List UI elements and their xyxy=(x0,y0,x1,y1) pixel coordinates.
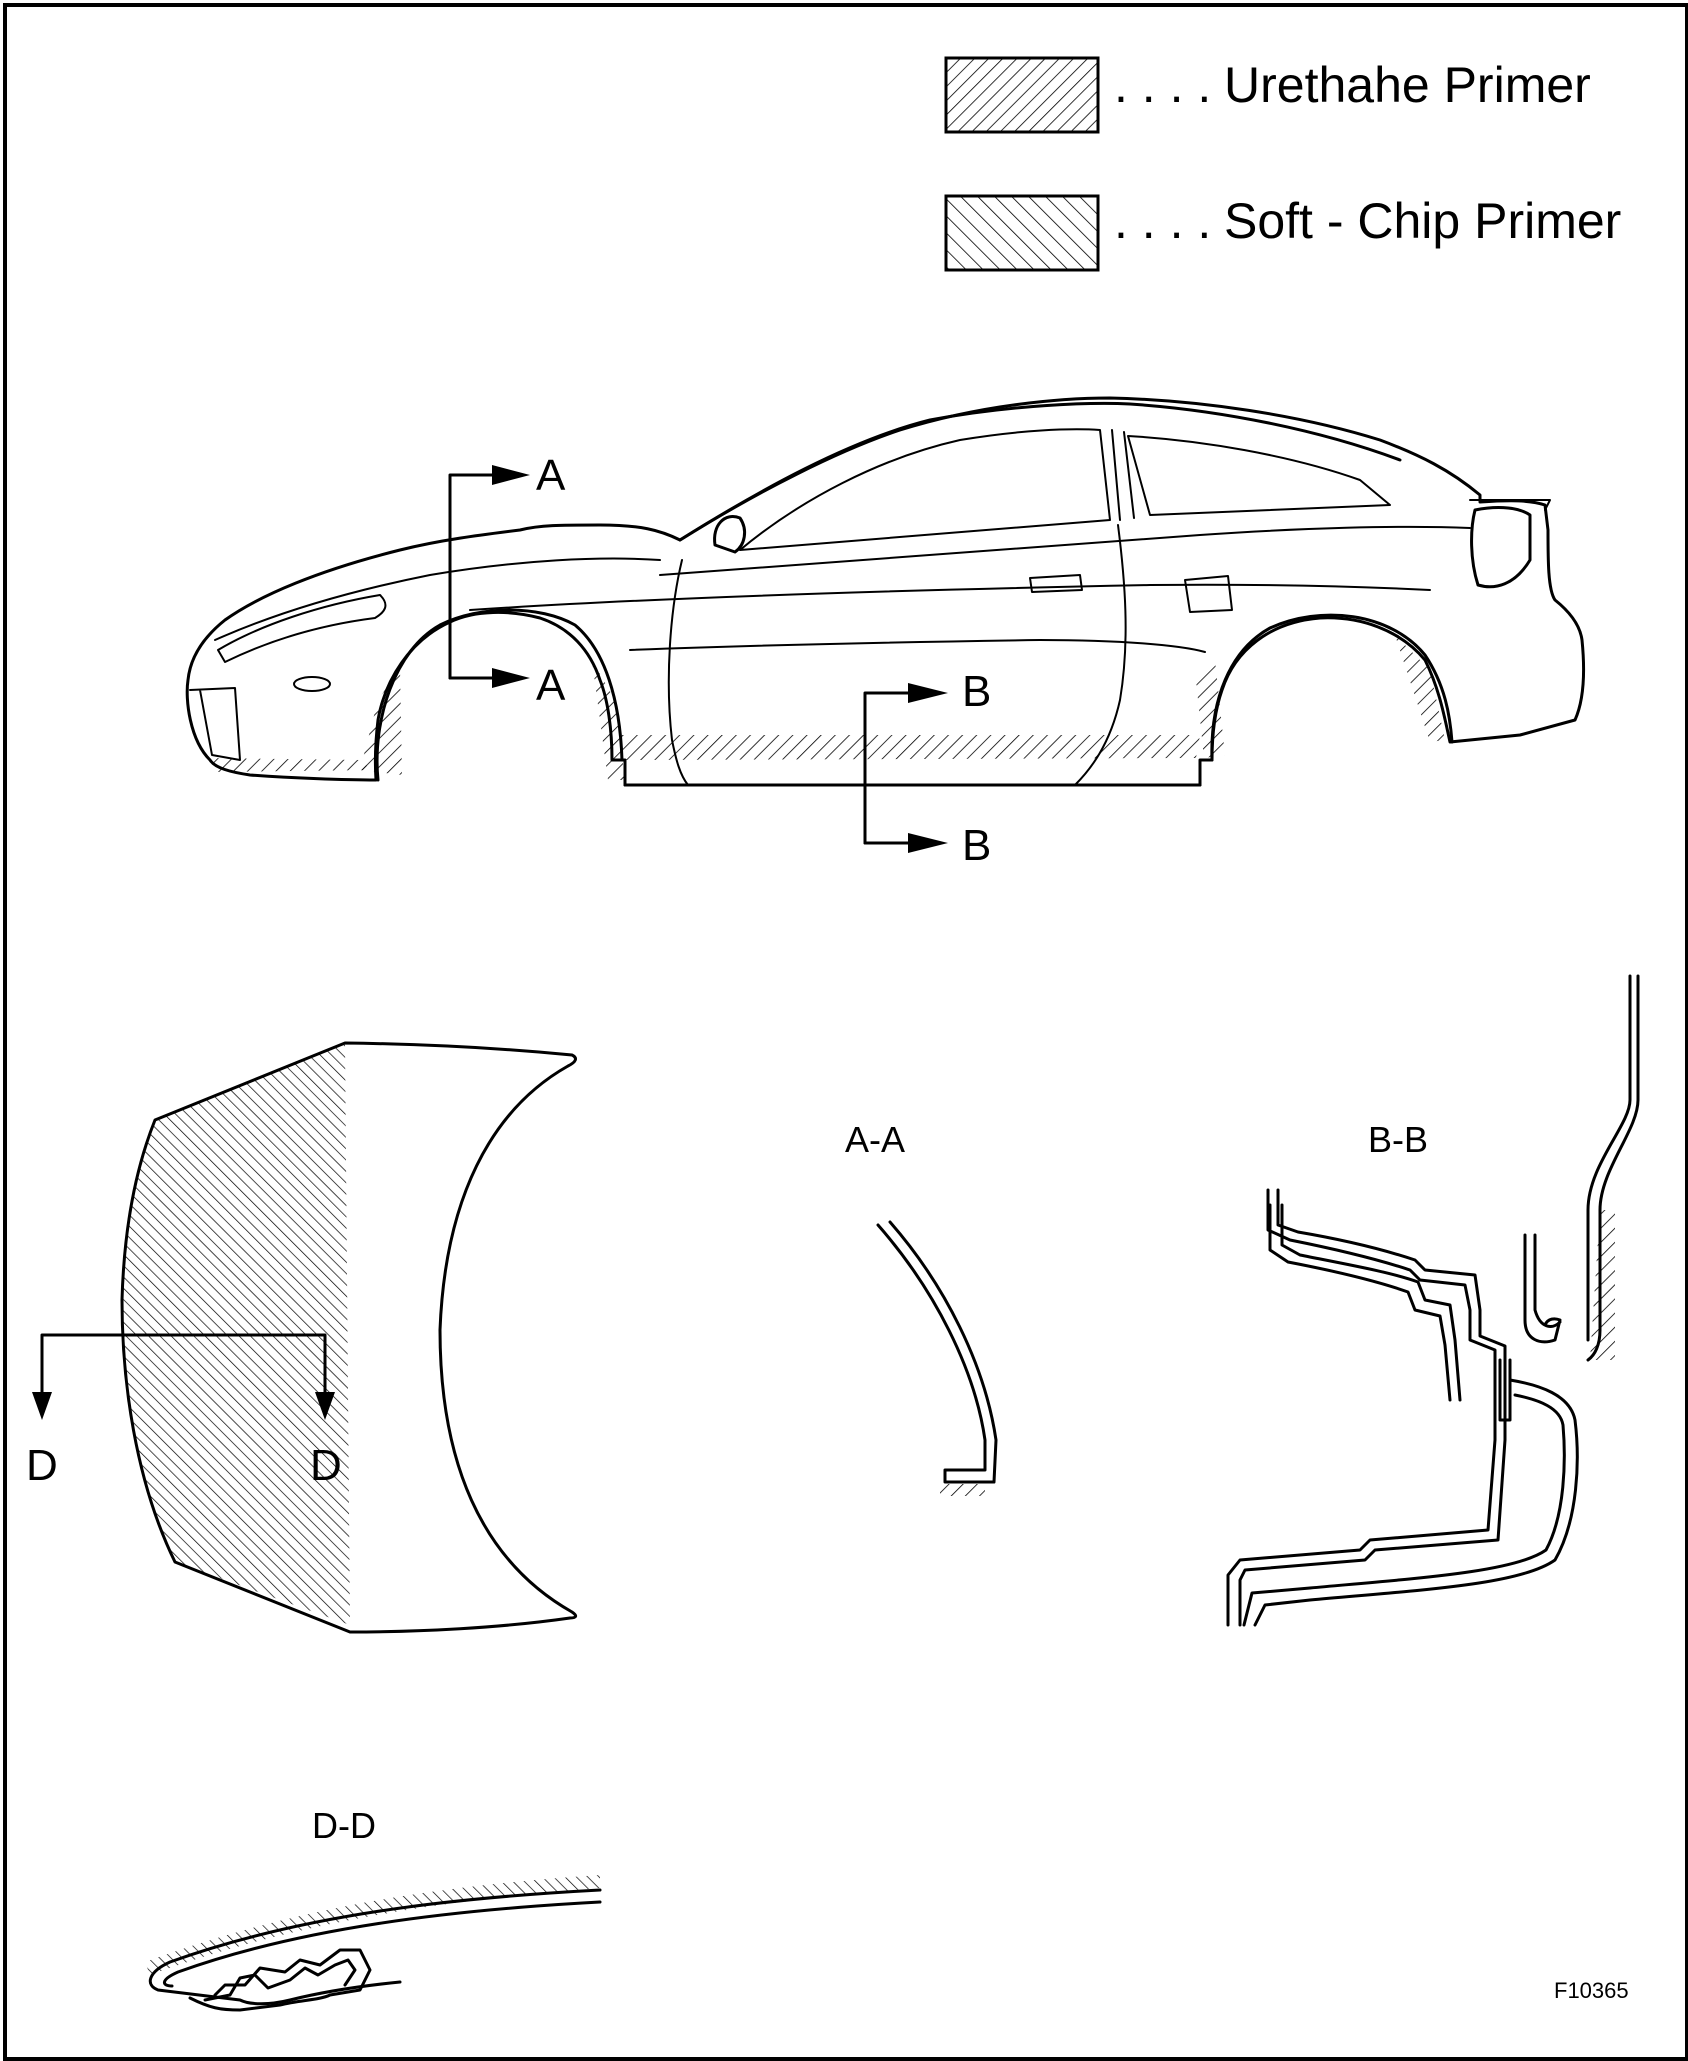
cut-a-top-label: A xyxy=(536,451,566,500)
door-handle xyxy=(1029,574,1083,593)
lower-crease xyxy=(629,639,1206,653)
legend-item-softchip: . . . . Soft - Chip Primer xyxy=(944,193,1621,272)
dd-outer-skin xyxy=(148,1888,602,2006)
legend-item-urethane: . . . . Urethahe Primer xyxy=(944,56,1591,134)
legend: . . . . Urethahe Primer . . . . Soft - C… xyxy=(944,56,1621,272)
legend-label-urethane: Urethahe Primer xyxy=(1224,57,1591,113)
section-bb: B-B xyxy=(1226,974,1640,1627)
rocker-hatch xyxy=(620,735,1200,760)
side-window xyxy=(739,428,1111,551)
side-swage-line xyxy=(469,583,1431,611)
tail-lamp xyxy=(1470,506,1532,589)
front-bumper xyxy=(189,687,241,761)
cut-line-d: D D xyxy=(26,1333,342,1490)
windshield-and-roof xyxy=(678,401,1402,542)
front-wheel-arch xyxy=(375,608,624,782)
rear-spoiler xyxy=(1469,499,1551,511)
side-mirror xyxy=(713,515,747,554)
bb-outer-sill xyxy=(1268,1203,1462,1402)
rear-wheel-arch xyxy=(1210,613,1454,762)
fender-outline xyxy=(120,1041,578,1634)
front-apron-hatch xyxy=(210,758,372,772)
bb-lower-flange xyxy=(1242,1378,1579,1627)
cut-b-top-label: B xyxy=(962,667,991,716)
side-marker xyxy=(293,676,331,692)
beltline xyxy=(659,525,1471,576)
bb-panel-hatch xyxy=(1590,1210,1615,1360)
fender-view xyxy=(120,1041,578,1634)
cut-line-b: B B xyxy=(863,667,991,870)
fuel-lid xyxy=(1184,575,1233,613)
bb-hook xyxy=(1523,1233,1562,1344)
car-body-outline xyxy=(185,396,1586,787)
urethane-swatch xyxy=(944,56,1100,134)
section-aa: A-A xyxy=(845,1119,998,1496)
section-bb-label: B-B xyxy=(1368,1119,1428,1160)
section-aa-hatch xyxy=(940,1484,985,1496)
section-dd: D-D xyxy=(145,1805,602,2012)
bb-bracket xyxy=(1498,1358,1512,1422)
legend-dots-urethane: . . . . xyxy=(1114,57,1211,113)
rear-wheel-front-hatch xyxy=(1196,660,1225,758)
figure-id: F10365 xyxy=(1554,1978,1629,2003)
dd-hatch xyxy=(145,1875,600,1975)
section-aa-label: A-A xyxy=(845,1119,905,1160)
hood-line xyxy=(214,557,661,641)
softchip-swatch xyxy=(944,194,1100,272)
section-dd-label: D-D xyxy=(312,1805,376,1846)
headlight xyxy=(217,594,387,663)
cut-d-right-label: D xyxy=(310,1441,342,1490)
legend-dots-softchip: . . . . xyxy=(1114,193,1211,249)
car-side-view xyxy=(185,396,1586,787)
cut-a-bottom-label: A xyxy=(536,661,566,710)
b-pillar xyxy=(1111,429,1135,521)
bb-inner-sill xyxy=(1226,1188,1507,1627)
cut-b-bottom-label: B xyxy=(962,821,991,870)
diagram-frame xyxy=(3,3,1688,2061)
rear-wheel-rear-hatch xyxy=(1395,635,1445,742)
dd-inner-panel xyxy=(188,1948,372,2012)
cut-line-a: A A xyxy=(448,451,566,710)
rear-quarter-window xyxy=(1127,435,1391,516)
legend-label-softchip: Soft - Chip Primer xyxy=(1224,193,1621,249)
cut-d-left-label: D xyxy=(26,1441,58,1490)
